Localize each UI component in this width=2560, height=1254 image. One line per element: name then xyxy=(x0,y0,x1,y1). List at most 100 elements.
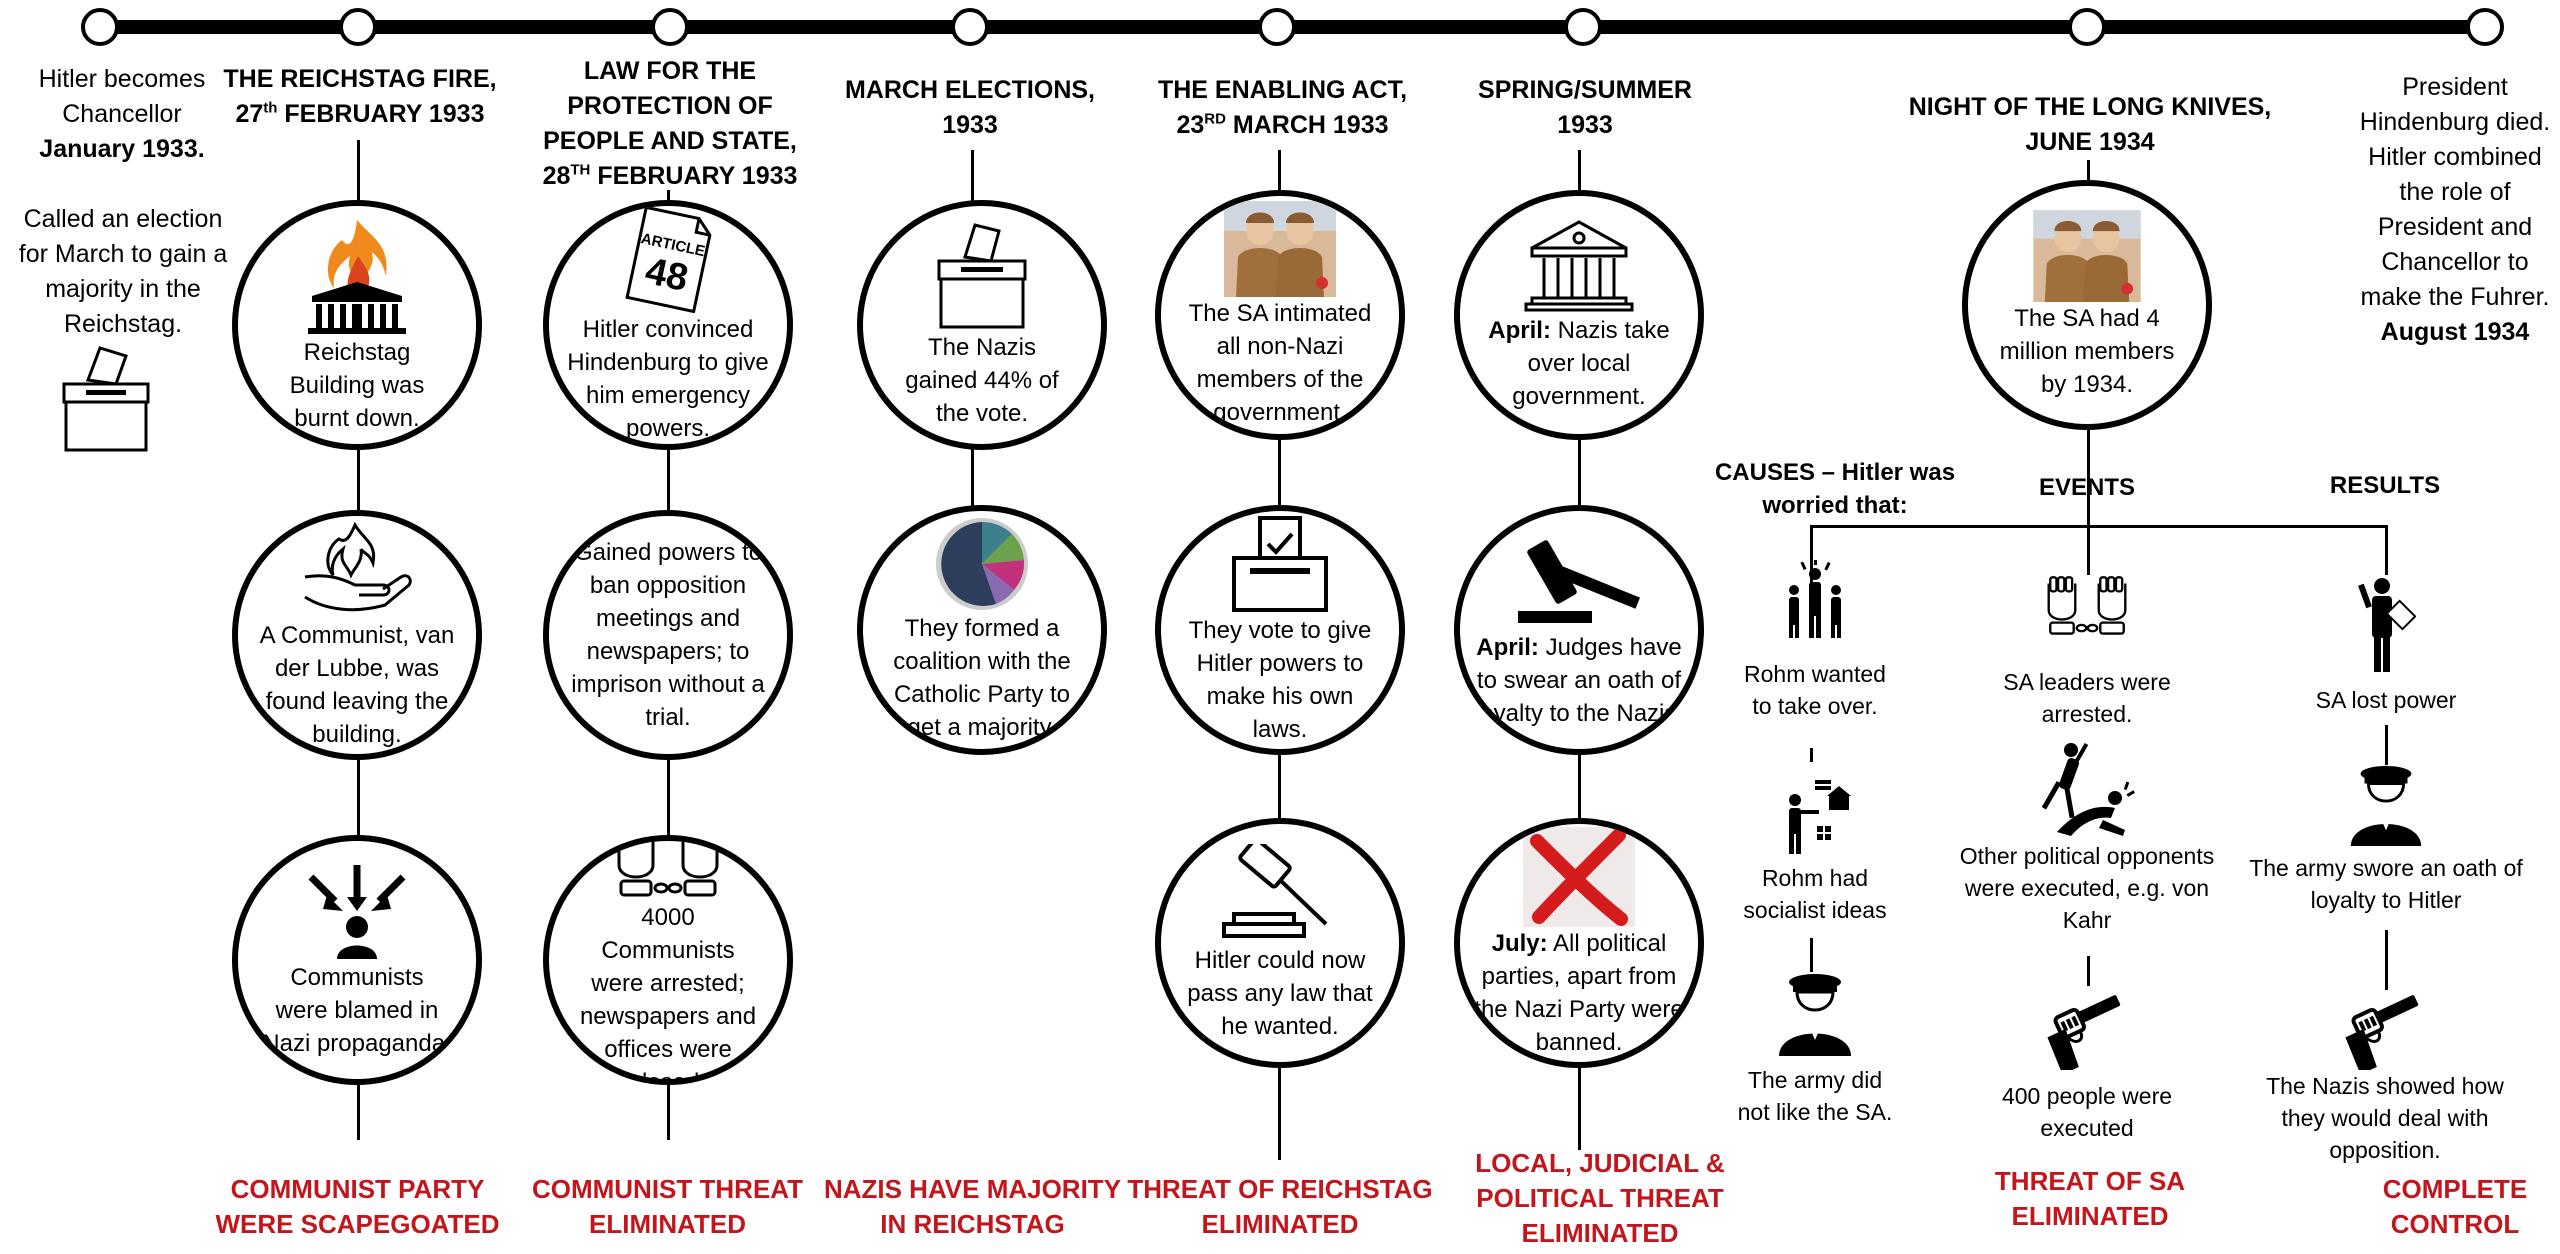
sa-soldiers-photo-icon xyxy=(2033,209,2141,302)
spring-heading: SPRING/SUMMER 1933 xyxy=(1440,73,1730,143)
law-bubble-2: Gained powers to ban opposition meetings… xyxy=(543,510,793,760)
enabling-sup: RD xyxy=(1204,110,1226,128)
rf-bubble-2: A Communist, van der Lubbe, was found le… xyxy=(232,510,482,760)
army-officer-icon xyxy=(2350,765,2422,846)
knives-branch-line xyxy=(1810,525,2387,528)
rf-outcome: COMMUNIST PARTY WERE SCAPEGOATED xyxy=(200,1172,515,1242)
spring-bubble-1: April: Nazis take over local government. xyxy=(1454,190,1704,440)
timeline-node-reichstag-fire xyxy=(339,8,377,46)
cause-item-3-text: The army did not like the SA. xyxy=(1737,1067,1893,1125)
spring-outcome-1: LOCAL, JUDICIAL & xyxy=(1475,1148,1725,1178)
blame-arrows-icon xyxy=(308,864,406,959)
cause-item-1-text: Rohm wanted to take over. xyxy=(1744,661,1886,719)
army-officer-icon xyxy=(1779,974,1851,1056)
spring-bubble-2-text: April: Judges have to swear an oath of l… xyxy=(1468,631,1690,730)
timeline-node-start xyxy=(81,8,119,46)
cause-item-3: The army did not like the SA. xyxy=(1720,972,1910,1128)
reichstag-fire-heading: THE REICHSTAG FIRE, 27th FEBRUARY 1933 xyxy=(222,62,498,132)
rf-bubble-1-text: Reichstag Building was burnt down. xyxy=(289,338,425,432)
end-outcome-1: COMPLETE xyxy=(2382,1174,2528,1204)
spring-bubble-3-text: July: All political parties, apart from … xyxy=(1468,927,1690,1059)
event-item-3-text: 400 people were executed xyxy=(2001,1083,2173,1141)
results-branch xyxy=(2385,525,2388,575)
enabling-bubble-1-text: The SA intimated all non-Nazi members of… xyxy=(1188,300,1372,426)
spring-outcome: LOCAL, JUDICIAL & POLITICAL THREAT ELIMI… xyxy=(1440,1146,1760,1251)
results-link-2 xyxy=(2385,930,2388,990)
enabling-outcome: THREAT OF REICHSTAG ELIMINATED xyxy=(1120,1172,1440,1242)
rf-outcome-1: COMMUNIST PARTY xyxy=(230,1174,485,1204)
start-note: Called an election for March to gain a m… xyxy=(18,205,228,338)
timeline-node-knives xyxy=(2068,8,2106,46)
law-bubble-3: 4000 Communists were arrested; newspaper… xyxy=(543,835,793,1085)
results-link-1 xyxy=(2385,725,2388,765)
enabling-month: MARCH 1933 xyxy=(1225,111,1389,139)
rf-bubble-3-text: Communists were blamed in Nazi propagand… xyxy=(262,963,452,1057)
burning-building-icon xyxy=(308,219,406,334)
march-outcome-2: IN REICHSTAG xyxy=(880,1209,1065,1239)
rf-bubble-1: Reichstag Building was burnt down. xyxy=(232,200,482,450)
enabling-outcome-2: ELIMINATED xyxy=(1201,1209,1359,1239)
weak-man-icon xyxy=(2358,578,2416,672)
causes-h1: CAUSES – Hitler was xyxy=(1714,459,1956,486)
start-text: Hitler becomes Chancellor January 1933. xyxy=(22,62,222,167)
timeline-node-enabling xyxy=(1258,8,1296,46)
causes-link-1 xyxy=(1810,748,1813,762)
knives-outcome-1: THREAT OF SA xyxy=(1994,1166,2186,1196)
red-cross-icon xyxy=(1523,827,1635,927)
timeline-node-march xyxy=(951,8,989,46)
causes-branch xyxy=(1810,525,1813,585)
gavel-icon xyxy=(1518,539,1640,623)
march-outcome: NAZIS HAVE MAJORITY IN REICHSTAG xyxy=(815,1172,1130,1242)
gavel-icon xyxy=(1222,843,1328,938)
march-bubble-2: They formed a coalition with the Catholi… xyxy=(857,505,1107,755)
results-heading: RESULTS xyxy=(2329,472,2441,499)
spring-bubble-1-text: April: Nazis take over local government. xyxy=(1468,314,1690,413)
cause-item-1: Rohm wanted to take over. xyxy=(1720,560,1910,722)
law-h2: PROTECTION OF xyxy=(567,92,773,120)
result-item-3-text: The Nazis showed how they would deal wit… xyxy=(2266,1073,2504,1163)
result-item-1: SA lost power xyxy=(2296,576,2476,716)
cause-item-2-text: Rohm had socialist ideas xyxy=(1743,865,1887,923)
event-item-2-text: Other political opponents were executed,… xyxy=(1959,843,2215,933)
rf-day: 27 xyxy=(235,100,264,128)
rf-sup: th xyxy=(263,99,278,117)
handcuffs-icon xyxy=(617,841,719,897)
end-outcome: COMPLETE CONTROL xyxy=(2355,1172,2555,1242)
knives-heading: NIGHT OF THE LONG KNIVES, JUNE 1934 xyxy=(1880,90,2300,160)
timeline-node-spring xyxy=(1564,8,1602,46)
law-day: 28 xyxy=(542,162,571,190)
burning-hand-icon xyxy=(304,521,412,612)
knives-h1: NIGHT OF THE LONG KNIVES, xyxy=(1908,93,2272,121)
rf-heading-line: THE REICHSTAG FIRE, xyxy=(223,65,497,93)
event-item-2: Other political opponents were executed,… xyxy=(1947,740,2227,936)
timeline-node-end xyxy=(2466,8,2504,46)
law-h3: PEOPLE AND STATE, xyxy=(543,127,797,155)
spring-b2-detail: Judges have to swear an oath of loyalty … xyxy=(1474,633,1684,727)
result-item-2-text: The army swore an oath of loyalty to Hit… xyxy=(2249,855,2523,913)
ballot-box-icon xyxy=(937,222,1027,328)
knives-bubble-1-text: The SA had 4 million members by 1934. xyxy=(1999,304,2175,398)
enabling-h1: THE ENABLING ACT, xyxy=(1157,76,1408,104)
march-h1: MARCH ELECTIONS, xyxy=(845,76,1095,104)
knives-h2: JUNE 1934 xyxy=(2025,128,2155,156)
law-sup: TH xyxy=(570,161,591,179)
causes-heading: CAUSES – Hitler was worried that: xyxy=(1700,456,1970,522)
spring-b1-month: April: xyxy=(1488,316,1551,344)
spring-b1-detail: Nazis take over local government. xyxy=(1512,316,1670,410)
vote-box-icon xyxy=(1232,516,1328,612)
start-label: Hitler becomes Chancellor xyxy=(38,65,206,128)
timeline-node-law xyxy=(651,8,689,46)
law-bubble-2-text: Gained powers to ban opposition meetings… xyxy=(571,539,765,731)
enabling-bubble-3: Hitler could now pass any law that he wa… xyxy=(1155,818,1405,1068)
events-heading: EVENTS xyxy=(2038,474,2136,501)
government-building-icon xyxy=(1524,219,1634,311)
enabling-bubble-2-text: They vote to give Hitler powers to make … xyxy=(1188,617,1372,743)
rf-bubble-3: Communists were blamed in Nazi propagand… xyxy=(232,835,482,1085)
socialist-icon xyxy=(1789,780,1851,854)
falling-man-icon xyxy=(2041,743,2135,836)
result-item-1-text: SA lost power xyxy=(2315,687,2457,713)
spring-h2: 1933 xyxy=(1557,111,1613,139)
law-outcome-1: COMMUNIST THREAT xyxy=(531,1174,804,1204)
spring-b3-detail: All political parties, apart from the Na… xyxy=(1474,930,1684,1056)
revolver-icon xyxy=(2345,995,2419,1070)
